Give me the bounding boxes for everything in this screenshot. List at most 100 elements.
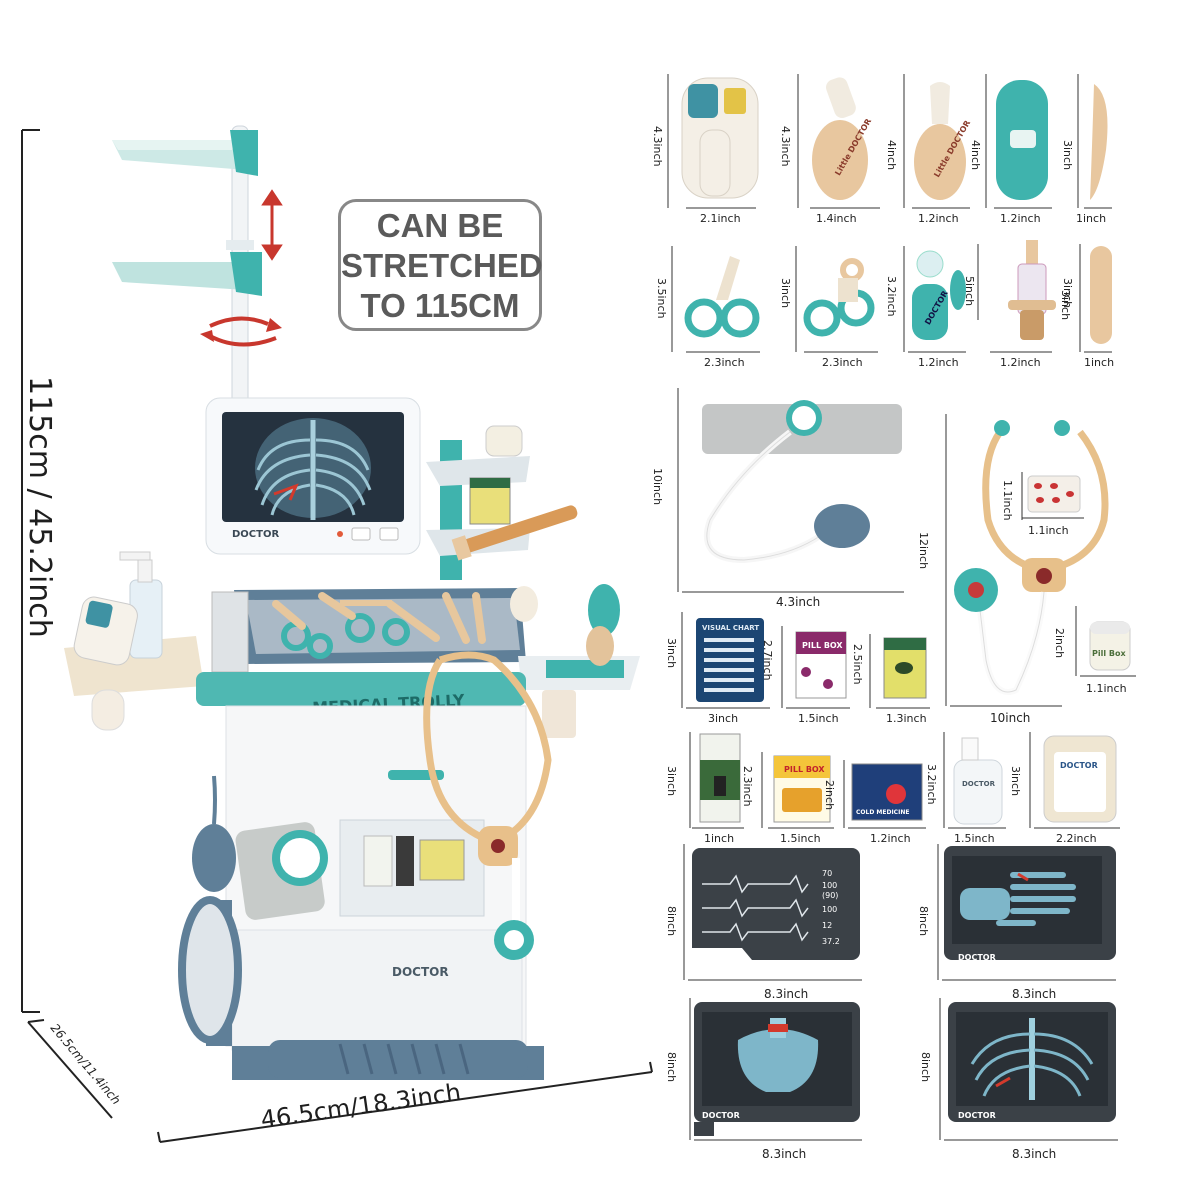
visual-chart-item: VISUAL CHART 3inch 3inch	[665, 612, 770, 725]
monitor: DOCTOR	[205, 397, 421, 555]
monitor-label: DOCTOR	[232, 529, 279, 540]
screen-4-width: 8.3inch	[1012, 1147, 1056, 1161]
callout-line-3: TO 115CM	[360, 287, 520, 324]
pill-card-item: 1.1inch 1.1inch	[1001, 472, 1084, 537]
otoscope-height: 4.3inch	[779, 126, 792, 167]
screen-2-label: DOCTOR	[958, 953, 996, 962]
middle-tray	[112, 252, 262, 296]
pillbox-purple-text: PILL BOX	[802, 641, 843, 650]
scissors1-item: 3.5inch 2.3inch	[655, 246, 760, 369]
syringe-height: 3inch	[1061, 278, 1074, 308]
scissors2-height: 3inch	[779, 278, 792, 308]
eye-box-height: 2.5inch	[851, 644, 864, 685]
pill-jar-width: 1.1inch	[1086, 682, 1127, 695]
cold-medicine-width: 1.2inch	[870, 832, 911, 845]
otoscope-width: 1.4inch	[816, 212, 857, 225]
vital-2: 100	[822, 881, 837, 890]
cold-medicine-item: COLD MEDICINE 2inch 1.2inch	[823, 760, 926, 845]
pillbox-yellow-text: PILL BOX	[784, 765, 825, 774]
visual-chart-height: 3inch	[665, 638, 678, 668]
bp-cuff-width: 4.3inch	[776, 595, 820, 609]
spatula-height: 3inch	[1061, 140, 1074, 170]
pillbox-purple-item: PILL BOX 2.7inch 1.5inch	[761, 626, 850, 725]
cold-medicine-height: 2inch	[823, 780, 836, 810]
pillbox-purple-height: 2.7inch	[761, 640, 774, 681]
pillbox-yellow-height: 2.3inch	[741, 766, 754, 807]
sanitizer-box-width: 1inch	[704, 832, 734, 845]
stethoscope-item: 12inch 10inch	[917, 414, 1109, 725]
screen-4-height: 8inch	[919, 1052, 932, 1082]
callout-line-2: STRETCHED	[341, 247, 543, 284]
pillbox-purple-width: 1.5inch	[798, 712, 839, 725]
thermometer-height: 4.3inch	[651, 126, 664, 167]
scissors2-width: 2.3inch	[822, 356, 863, 369]
instrument-tray	[211, 588, 526, 673]
pill-card-height: 1.1inch	[1001, 480, 1014, 521]
pillbox-yellow-item: PILL BOX 2.3inch 1.5inch	[741, 752, 834, 845]
stretch-arrow-icon	[261, 189, 283, 261]
screen-chest: DOCTOR 8inch 8.3inch	[919, 998, 1118, 1161]
pill-jar-text: Pill Box	[1092, 649, 1126, 658]
vital-5: 12	[822, 921, 832, 930]
clipboard-width: 2.2inch	[1056, 832, 1097, 845]
bp-cuff-item: 10inch 4.3inch	[651, 388, 904, 609]
screen-vitals: 70 100 (90) 100 12 37.2 DOCTOR 8inch 8.3…	[665, 844, 862, 1001]
vital-6: 37.2	[822, 937, 840, 946]
pill-jar-item: Pill Box 2inch 1.1inch	[1053, 606, 1136, 695]
trolley-illustration: DOCTOR	[21, 125, 653, 1143]
spatula-item: 3inch 1inch	[1061, 74, 1112, 225]
screen-1-label: DOCTOR	[702, 955, 740, 964]
screen-2-width: 8.3inch	[1012, 987, 1056, 1001]
lamp-item: DOCTOR 3.2inch 5inch 1.2inch	[885, 244, 979, 369]
screen-3-width: 8.3inch	[762, 1147, 806, 1161]
visual-chart-text: VISUAL CHART	[702, 624, 759, 632]
side-shelf	[426, 425, 578, 580]
vital-1: 70	[822, 869, 832, 878]
depth-bracket	[27, 1019, 113, 1119]
sanitizer-box-item: 3inch 1inch	[665, 732, 744, 845]
soap-width: 1.5inch	[954, 832, 995, 845]
eye-box-item: 2.5inch 1.3inch	[851, 634, 930, 725]
eye-box-width: 1.3inch	[886, 712, 927, 725]
otoscope-item: Little DOCTOR 4.3inch 1.4inch	[779, 74, 880, 225]
reflex-height: 4inch	[885, 140, 898, 170]
stretch-callout: CAN BE STRETCHED TO 115CM	[338, 199, 543, 331]
thermometer-item: 4.3inch 2.1inch	[651, 74, 759, 225]
rotate-arrow-icon	[200, 316, 282, 347]
reflex-item: Little DOCTOR 4inch 1.2inch	[885, 74, 972, 225]
pill-card-width: 1.1inch	[1028, 524, 1069, 537]
soap-height: 3.2inch	[925, 764, 938, 805]
scissors1-width: 2.3inch	[704, 356, 745, 369]
syringe-width: 1.2inch	[1000, 356, 1041, 369]
body-label: DOCTOR	[392, 965, 449, 979]
scissors1-height: 3.5inch	[655, 278, 668, 319]
screen-pelvis: DOCTOR 8inch 8.3inch	[665, 998, 862, 1161]
scissors2-item: 3inch 2.3inch	[779, 246, 878, 369]
screen-hand: DOCTOR 8inch 8.3inch	[917, 844, 1116, 1001]
stethoscope-height: 12inch	[917, 532, 930, 569]
scanner-height: 4inch	[969, 140, 982, 170]
height-label: 115cm / 45.2inch	[22, 376, 57, 638]
stethoscope-width: 10inch	[990, 711, 1030, 725]
screen-3-label: DOCTOR	[702, 1111, 740, 1120]
pill-jar-height: 2inch	[1053, 628, 1066, 658]
lamp-height: 3.2inch	[885, 276, 898, 317]
visual-chart-width: 3inch	[708, 712, 738, 725]
trolley-section: DOCTOR	[21, 125, 653, 1143]
lamp-width: 1.2inch	[918, 356, 959, 369]
screen-4-label: DOCTOR	[958, 1111, 996, 1120]
reflex-width: 1.2inch	[918, 212, 959, 225]
tongue-width: 1inch	[1084, 356, 1114, 369]
bp-cuff-height: 10inch	[651, 468, 664, 505]
left-table	[64, 551, 204, 731]
tongue-item: 3inch 3inch 1inch	[1059, 244, 1114, 369]
clipboard-item: DOCTOR 3inch 2.2inch	[1009, 732, 1120, 845]
screen-3-height: 8inch	[665, 1052, 678, 1082]
syringe-item: 1.2inch	[990, 240, 1056, 369]
scanner-item: 4inch 1.2inch	[969, 74, 1052, 225]
screen-1-width: 8.3inch	[764, 987, 808, 1001]
thermometer-width: 2.1inch	[700, 212, 741, 225]
sanitizer-box-height: 3inch	[665, 766, 678, 796]
vital-4: 100	[822, 905, 837, 914]
screen-2-height: 8inch	[917, 906, 930, 936]
